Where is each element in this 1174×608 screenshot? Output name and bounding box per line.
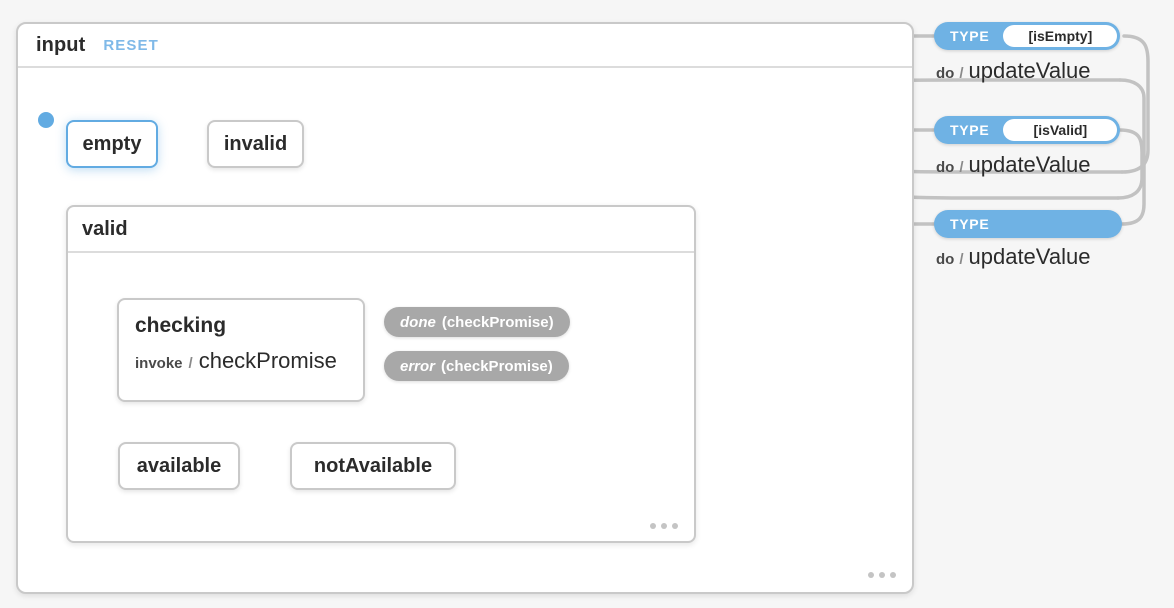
event-action-type-isempty: do / updateValue [936, 58, 1090, 84]
event-guard-isvalid: [isValid] [1003, 119, 1118, 141]
machine-header: input RESET [18, 24, 912, 68]
do-separator-isempty: / [959, 65, 964, 82]
do-key-default: do [936, 251, 955, 268]
state-node-available[interactable]: available [118, 442, 240, 490]
event-pill-type-isempty[interactable]: TYPE [isEmpty] [934, 22, 1121, 50]
state-label-valid: valid [82, 217, 128, 240]
invoke-key: invoke [135, 355, 183, 372]
edge-type-isvalid-right-loop [1116, 128, 1144, 200]
valid-header: valid [68, 207, 694, 253]
state-label-checking: checking [135, 314, 227, 337]
state-label-available: available [136, 454, 222, 477]
event-arg-error: (checkPromise) [441, 357, 553, 375]
event-name-type-isempty: TYPE [950, 28, 990, 44]
do-value-default: updateValue [968, 244, 1091, 269]
machine-ellipsis-icon[interactable] [868, 572, 896, 578]
initial-state-dot-root [38, 112, 54, 128]
event-action-type-default: do / updateValue [936, 244, 1090, 270]
event-name-error: error [400, 357, 436, 375]
event-name-done: done [400, 313, 436, 331]
state-label-notavailable: notAvailable [313, 454, 433, 477]
state-node-notavailable[interactable]: notAvailable [290, 442, 456, 490]
do-key-isvalid: do [936, 159, 955, 176]
checking-invoke-action: invoke / checkPromise [119, 338, 363, 388]
invoke-value: checkPromise [198, 348, 337, 373]
do-value-isempty: updateValue [968, 58, 1091, 83]
do-key-isempty: do [936, 65, 955, 82]
invoke-separator: / [188, 355, 193, 372]
event-pill-done-checkpromise[interactable]: done (checkPromise) [384, 307, 570, 337]
edge-type-isempty-right-loop [1120, 34, 1150, 174]
state-node-checking[interactable]: checking invoke / checkPromise [117, 298, 365, 402]
do-separator-default: / [959, 251, 964, 268]
do-value-isvalid: updateValue [968, 152, 1091, 177]
state-node-invalid[interactable]: invalid [207, 120, 304, 168]
page-title: input [36, 33, 86, 56]
state-label-empty: empty [82, 132, 142, 155]
do-separator-isvalid: / [959, 159, 964, 176]
valid-ellipsis-icon[interactable] [650, 523, 678, 529]
state-label-invalid: invalid [223, 132, 288, 155]
event-name-type-isvalid: TYPE [950, 122, 990, 138]
event-pill-type-default[interactable]: TYPE [934, 210, 1122, 238]
event-pill-error-checkpromise[interactable]: error (checkPromise) [384, 351, 569, 381]
event-pill-type-isvalid[interactable]: TYPE [isValid] [934, 116, 1121, 144]
event-name-type-default: TYPE [950, 216, 990, 232]
edge-type-default-right-loop [1118, 78, 1146, 226]
state-node-empty[interactable]: empty [66, 120, 158, 168]
reset-button[interactable]: RESET [103, 36, 159, 54]
event-arg-done: (checkPromise) [441, 313, 554, 331]
event-guard-isempty: [isEmpty] [1003, 25, 1118, 47]
event-action-type-isvalid: do / updateValue [936, 152, 1090, 178]
